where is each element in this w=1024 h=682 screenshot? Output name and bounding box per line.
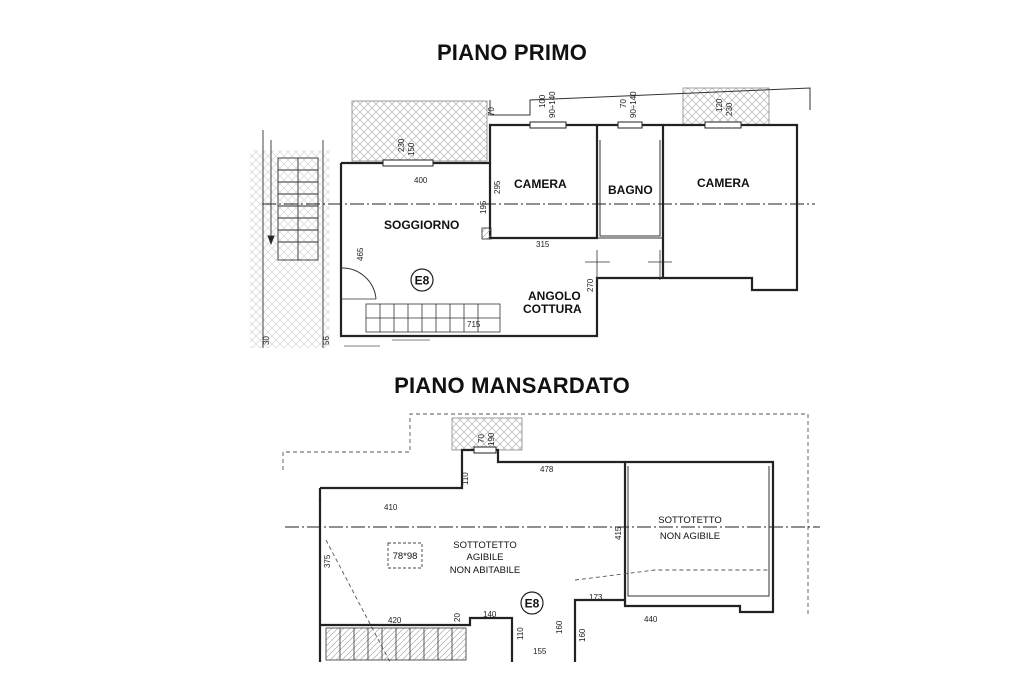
room-sottotetto-non-agibile-2: NON AGIBILE — [660, 531, 720, 542]
first-floor-plan: SOGGIORNO CAMERA BAGNO CAMERA ANGOLO COT… — [250, 87, 815, 348]
dim-90-140-b: 90÷140 — [629, 91, 638, 118]
roof-outline — [489, 87, 811, 116]
crosshair-marks — [585, 250, 672, 280]
dim-70: 70 — [487, 107, 496, 116]
dim-attic-478: 478 — [540, 465, 554, 474]
dim-315: 315 — [536, 240, 550, 249]
attic-window — [473, 446, 497, 454]
lower-stub — [344, 339, 430, 347]
room-sottotetto-agibile-2: AGIBILE — [467, 552, 504, 563]
dim-attic-140: 140 — [483, 610, 497, 619]
unit-marker-attic: E8 — [525, 597, 540, 611]
skylight-box — [387, 542, 423, 569]
room-camera-2: CAMERA — [697, 176, 750, 190]
dim-465: 465 — [356, 247, 365, 261]
dim-100: 100 — [538, 94, 547, 108]
attic-floor-title: PIANO MANSARDATO — [394, 373, 630, 398]
dim-230-l: 230 — [397, 138, 406, 152]
room-sottotetto-non-agibile-1: SOTTOTETTO — [658, 515, 722, 526]
dim-70b: 70 — [619, 99, 628, 108]
unit-marker-first: E8 — [415, 274, 430, 288]
room-soggiorno: SOGGIORNO — [384, 218, 459, 232]
attic-floor-plan: SOTTOTETTO AGIBILE NON ABITABILE SOTTOTE… — [282, 413, 820, 663]
internal-stair — [365, 303, 501, 333]
dim-295: 295 — [493, 180, 502, 194]
dim-715: 715 — [467, 320, 481, 329]
bagno-inner — [599, 140, 661, 237]
balcony-left — [351, 100, 488, 162]
room-bagno: BAGNO — [608, 183, 653, 197]
dim-attic-110-top: 110 — [461, 472, 470, 485]
dim-attic-173: 173 — [589, 593, 603, 602]
dim-attic-420: 420 — [388, 616, 402, 625]
attic-non-agibile-inner — [627, 466, 770, 597]
room-sottotetto-agibile-1: SOTTOTETTO — [453, 540, 517, 551]
unit-marker-circle-first — [410, 268, 434, 292]
dashed-outline — [282, 413, 809, 615]
room-camera-1: CAMERA — [514, 177, 567, 191]
dim-230-r: 230 — [725, 102, 734, 116]
dim-56: 56 — [322, 336, 331, 345]
dim-120: 120 — [715, 98, 724, 112]
room-angolo: ANGOLO — [528, 289, 581, 303]
first-floor-title: PIANO PRIMO — [436, 40, 588, 65]
dim-attic-410: 410 — [384, 503, 398, 512]
dim-attic-375: 375 — [323, 554, 332, 568]
dim-attic-160-b: 160 — [578, 628, 587, 642]
attic-stair — [325, 627, 467, 661]
dim-195: 195 — [479, 200, 488, 214]
dim-270: 270 — [586, 278, 595, 292]
dim-attic-20: 20 — [453, 613, 462, 622]
dim-attic-160-a: 160 — [555, 620, 564, 634]
dim-attic-190: 190 — [487, 432, 496, 446]
column — [481, 227, 492, 240]
room-cottura: COTTURA — [523, 302, 582, 316]
unit-marker-circle-attic — [520, 591, 544, 615]
wall-camera1 — [488, 125, 599, 240]
outer-walls — [339, 123, 799, 338]
dim-attic-110-bot: 110 — [516, 627, 525, 640]
dim-90-140-a: 90÷140 — [548, 91, 557, 118]
attic-bottom-notch — [320, 616, 514, 662]
attic-balcony — [451, 417, 523, 451]
dim-30: 30 — [262, 336, 271, 345]
dim-attic-155: 155 — [533, 647, 547, 656]
skylight-label: 78*98 — [393, 551, 418, 562]
dim-attic-440: 440 — [644, 615, 658, 624]
dim-150: 150 — [407, 142, 416, 156]
staircase-left — [262, 130, 324, 348]
dim-attic-70: 70 — [477, 434, 486, 443]
roof-slope-right — [574, 569, 770, 581]
dim-attic-415: 415 — [614, 526, 623, 540]
room-sottotetto-agibile-3: NON ABITABILE — [450, 565, 521, 576]
dim-400: 400 — [414, 176, 428, 185]
door-arc — [340, 267, 377, 300]
windows-first — [382, 121, 742, 167]
